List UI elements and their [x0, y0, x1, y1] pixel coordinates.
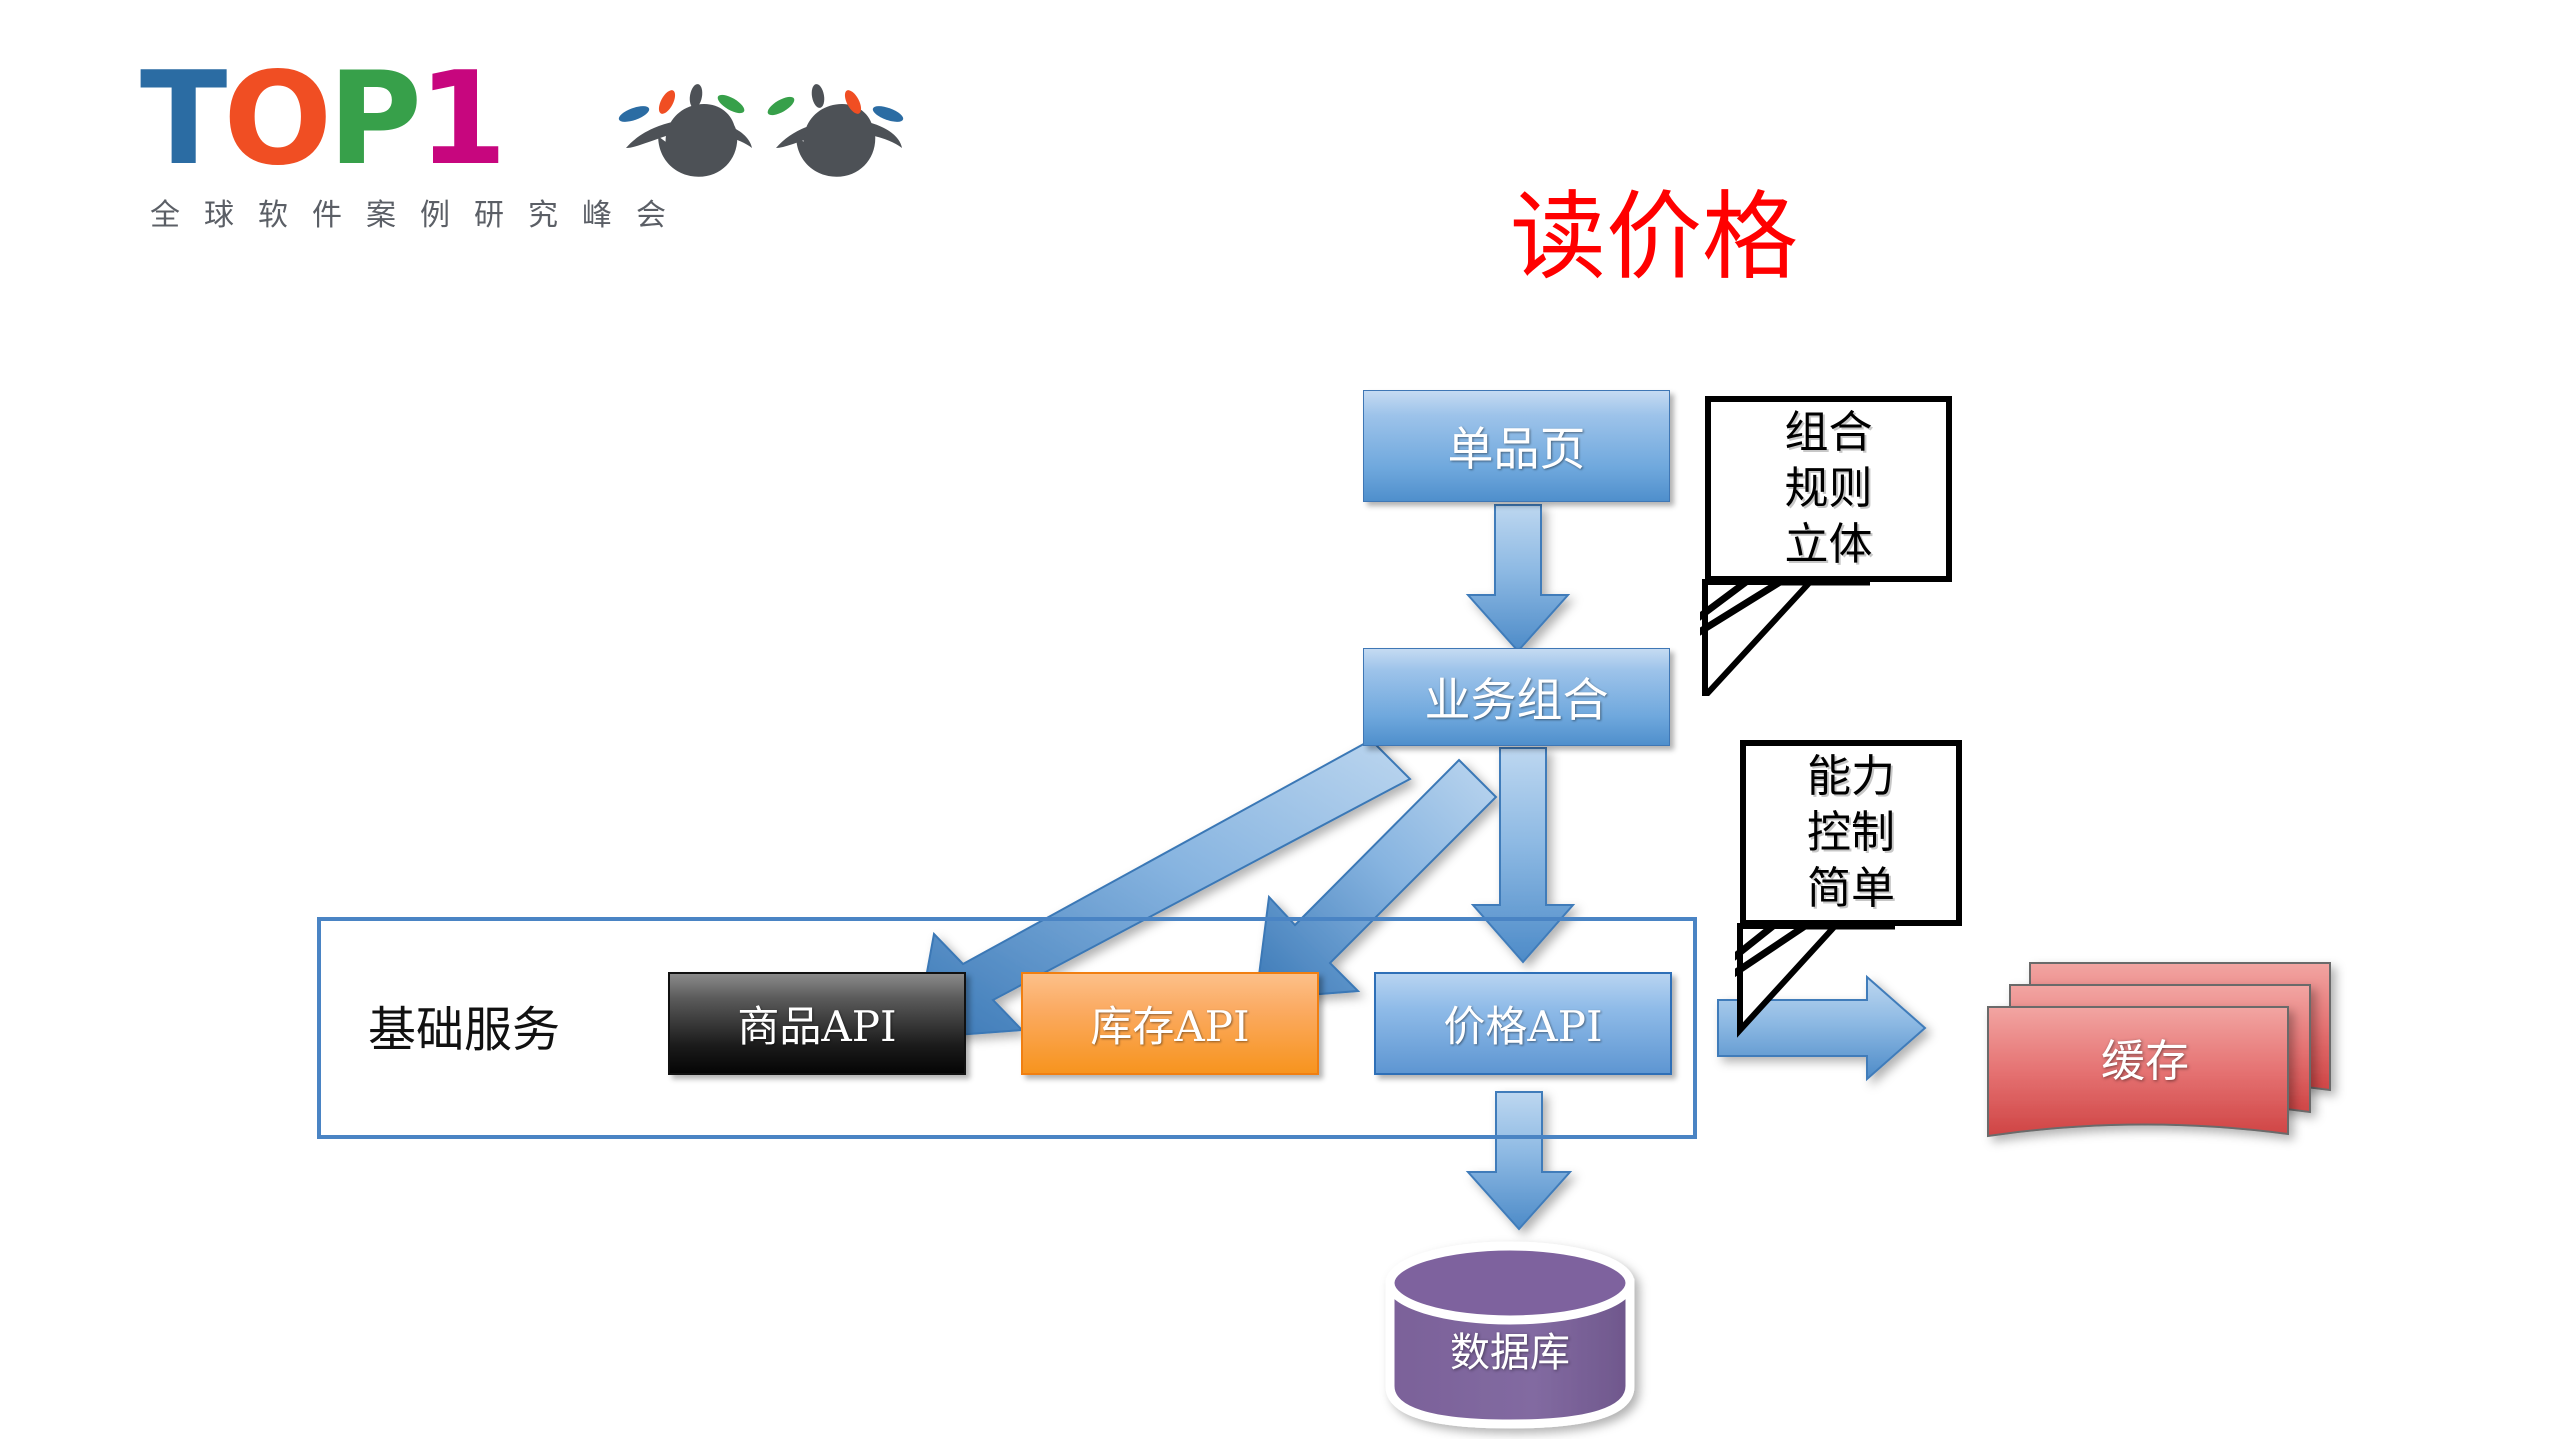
callout-1-line-2: 规则 — [1784, 462, 1873, 514]
logo-letter-t: T — [140, 44, 227, 194]
callout-1-line-1: 组合 — [1784, 406, 1873, 458]
callout-2-line-2: 控制 — [1807, 806, 1895, 858]
node-business-composition[interactable]: 业务组合 — [1363, 648, 1670, 746]
eyes-icon — [618, 76, 918, 194]
node-inventory-api[interactable]: 库存API — [1021, 972, 1319, 1075]
callout-2-line-1: 能力 — [1807, 750, 1895, 802]
logo-wordmark: T O P 1 — [140, 44, 507, 194]
logo-letter-o: O — [223, 44, 332, 194]
node-database-label: 数据库 — [1450, 1330, 1570, 1376]
arrow-product-page-to-composition — [1465, 504, 1571, 653]
node-price-api[interactable]: 价格API — [1374, 972, 1672, 1075]
callout-1-body: 组合 规则 立体 — [1705, 396, 1952, 582]
node-product-page[interactable]: 单品页 — [1363, 390, 1670, 502]
callout-capability-control: 能力 控制 简单 — [1735, 740, 2155, 1060]
logo-letter-p: P — [328, 44, 422, 194]
base-services-container — [317, 917, 1697, 1139]
base-services-label: 基础服务 — [368, 1002, 561, 1058]
database-cylinder — [1385, 1241, 1635, 1429]
logo-subtitle: 全球软件案例研究峰会 — [150, 198, 690, 233]
page-title: 读价格 — [1510, 181, 1798, 293]
callout-2-body: 能力 控制 简单 — [1740, 740, 1962, 926]
logo-letter-one: 1 — [417, 44, 507, 194]
conference-logo: T O P 1 — [140, 44, 930, 260]
node-product-api[interactable]: 商品API — [668, 972, 966, 1075]
callout-1-line-3: 立体 — [1784, 519, 1873, 571]
callout-composition-rules: 组合 规则 立体 — [1700, 396, 2120, 696]
callout-2-line-3: 简单 — [1807, 863, 1895, 915]
